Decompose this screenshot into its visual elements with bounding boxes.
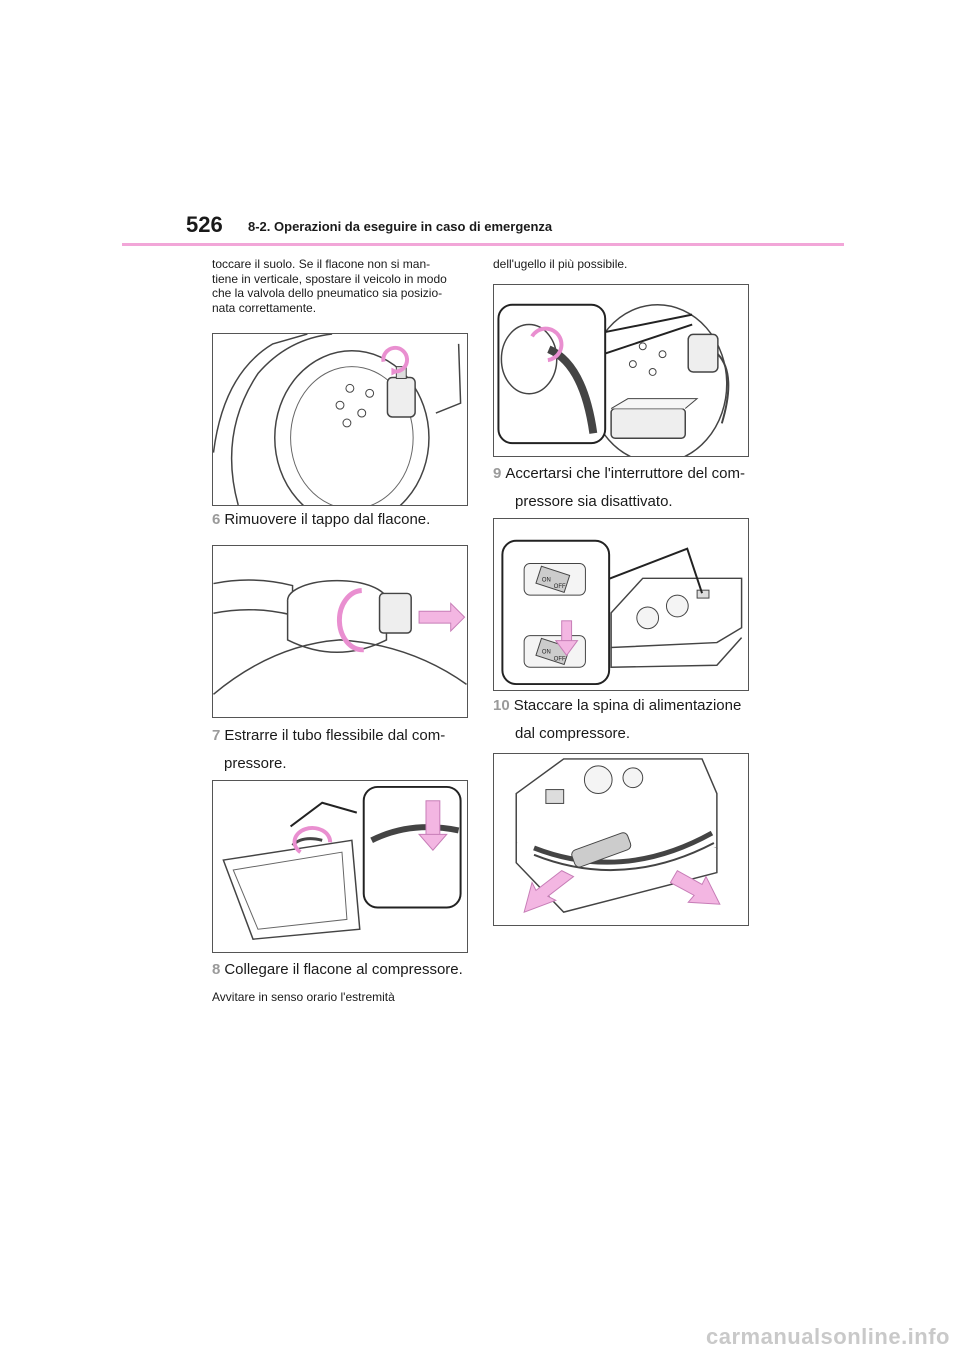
switch-label-on: ON [542, 577, 551, 583]
intro-line: toccare il suolo. Se il flacone non si m… [212, 257, 431, 271]
figure-bottle-on-valve [212, 333, 468, 506]
step-number: 8 [212, 961, 221, 978]
switch-label-off: OFF [554, 584, 566, 590]
step-text-cont: pressore sia disattivato. [515, 493, 673, 510]
switch-label-off: OFF [554, 656, 566, 662]
figure-switch-off: ON OFF ON OFF [493, 518, 749, 691]
step-number: 10 [493, 697, 510, 714]
continued-note: dell'ugello il più possibile. [493, 257, 628, 271]
section-title: 8-2. Operazioni da eseguire in caso di e… [248, 219, 553, 234]
step-text-cont: pressore. [224, 755, 287, 772]
watermark: carmanualsonline.info [706, 1324, 950, 1349]
step-text: Accertarsi che l'interruttore del com- [505, 465, 745, 482]
figure-connect-bottle [493, 284, 749, 457]
step-8-note: Avvitare in senso orario l'estremità [212, 990, 395, 1004]
figure-unplug-power [493, 753, 749, 926]
step-text-cont: dal compressore. [515, 725, 631, 742]
intro-line: nata correttamente. [212, 300, 317, 315]
step-text: Estrarre il tubo flessibile dal com- [224, 727, 446, 744]
figure-pull-hose [212, 780, 468, 953]
step-text: Staccare la spina di alimentazione [513, 697, 742, 714]
header-rule [122, 243, 844, 246]
step-number: 9 [493, 465, 502, 482]
step-number: 6 [212, 511, 221, 528]
step-text: Rimuovere il tappo dal flacone. [224, 511, 431, 528]
intro-paragraph: toccare il suolo. Se il flacone non si m… [212, 257, 472, 315]
intro-line: che la valvola dello pneumatico sia posi… [212, 286, 443, 300]
step-text: Collegare il flacone al compressore. [224, 961, 463, 978]
page-number: 526 [186, 212, 223, 237]
step-number: 7 [212, 727, 221, 744]
intro-line: tiene in verticale, spostare il veicolo … [212, 271, 447, 286]
figure-remove-cap [212, 545, 468, 718]
switch-label-on: ON [542, 649, 551, 655]
